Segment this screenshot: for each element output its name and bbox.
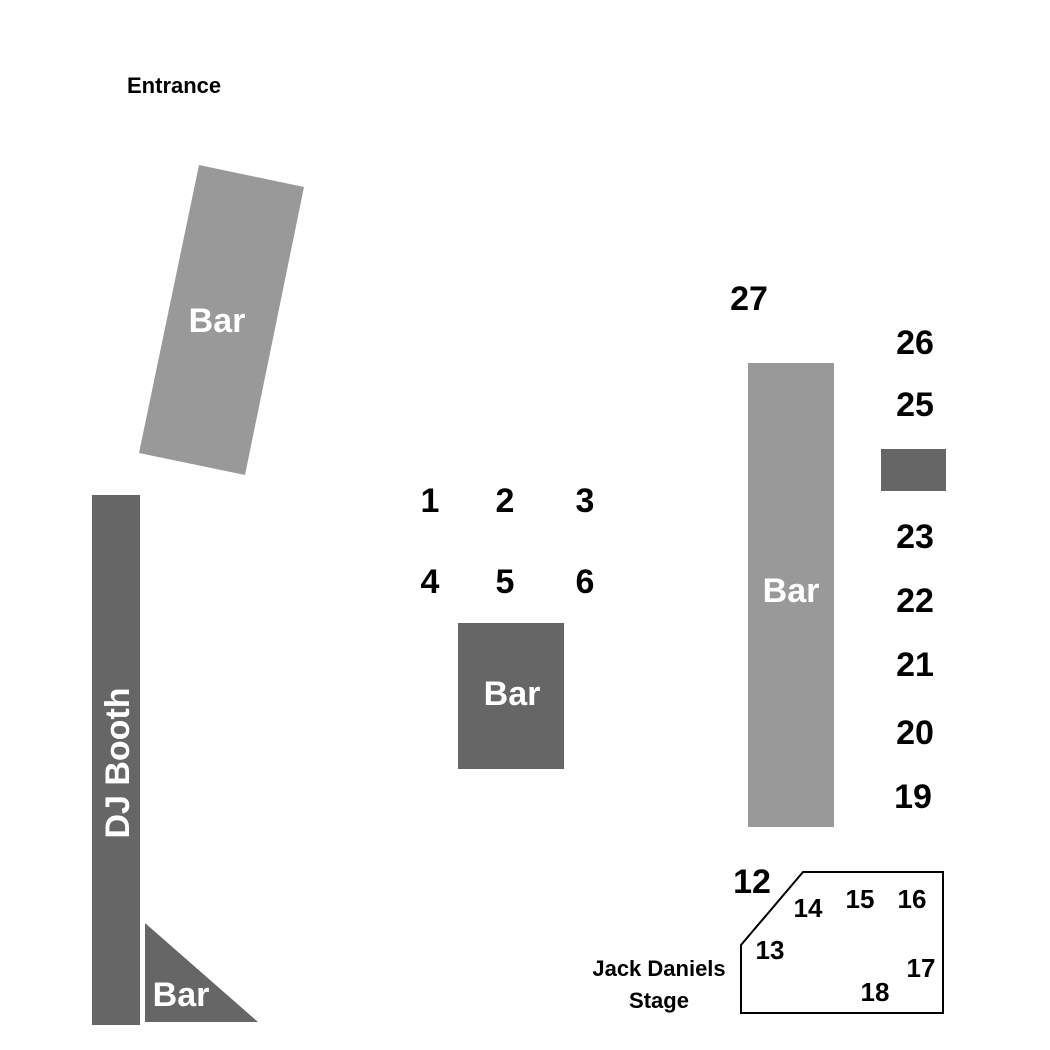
table-17[interactable]: 17: [907, 953, 936, 983]
stage-name-line1: Jack Daniels: [592, 956, 725, 981]
table-15[interactable]: 15: [846, 884, 875, 914]
table-27[interactable]: 27: [730, 280, 768, 318]
table-16[interactable]: 16: [898, 884, 927, 914]
entrance-label: Entrance: [127, 73, 221, 98]
table-4[interactable]: 4: [421, 563, 440, 601]
bar-top-left-shape: [139, 165, 304, 475]
dj-booth-shape: [92, 495, 140, 1025]
table-14[interactable]: 14: [794, 893, 823, 923]
table-block[interactable]: [881, 449, 946, 491]
bar-corner[interactable]: Bar: [145, 923, 258, 1022]
bar-top-left-label: Bar: [189, 302, 246, 340]
bar-right-label: Bar: [763, 572, 820, 610]
table-3[interactable]: 3: [576, 482, 595, 520]
table-25[interactable]: 25: [896, 386, 934, 424]
stage-name-line2: Stage: [629, 988, 689, 1013]
table-18[interactable]: 18: [861, 977, 890, 1007]
bar-top-left[interactable]: Bar: [139, 165, 304, 475]
table-21[interactable]: 21: [896, 646, 934, 684]
stage-outline: [740, 871, 944, 1014]
bar-right-shape: [748, 363, 834, 827]
bar-center[interactable]: Bar: [458, 623, 564, 769]
table-1[interactable]: 1: [421, 482, 440, 520]
bar-corner-label: Bar: [153, 976, 210, 1014]
table-13[interactable]: 13: [756, 935, 785, 965]
table-26[interactable]: 26: [896, 324, 934, 362]
table-19[interactable]: 19: [894, 778, 932, 816]
dj-booth-label: DJ Booth: [99, 687, 137, 838]
table-6[interactable]: 6: [576, 563, 595, 601]
bar-right[interactable]: Bar: [748, 363, 834, 827]
bar-center-shape: [458, 623, 564, 769]
table-5[interactable]: 5: [496, 563, 515, 601]
bar-corner-shape: [145, 923, 258, 1022]
dj-booth[interactable]: DJ Booth: [92, 495, 140, 1025]
table-22[interactable]: 22: [896, 582, 934, 620]
table-20[interactable]: 20: [896, 714, 934, 752]
table-12[interactable]: 12: [733, 863, 771, 901]
jack-daniels-stage[interactable]: 12 13 14 15 16 17 18 Jack Daniels Stage: [592, 863, 944, 1014]
bar-center-label: Bar: [484, 675, 541, 713]
table-2[interactable]: 2: [496, 482, 515, 520]
table-23[interactable]: 23: [896, 518, 934, 556]
